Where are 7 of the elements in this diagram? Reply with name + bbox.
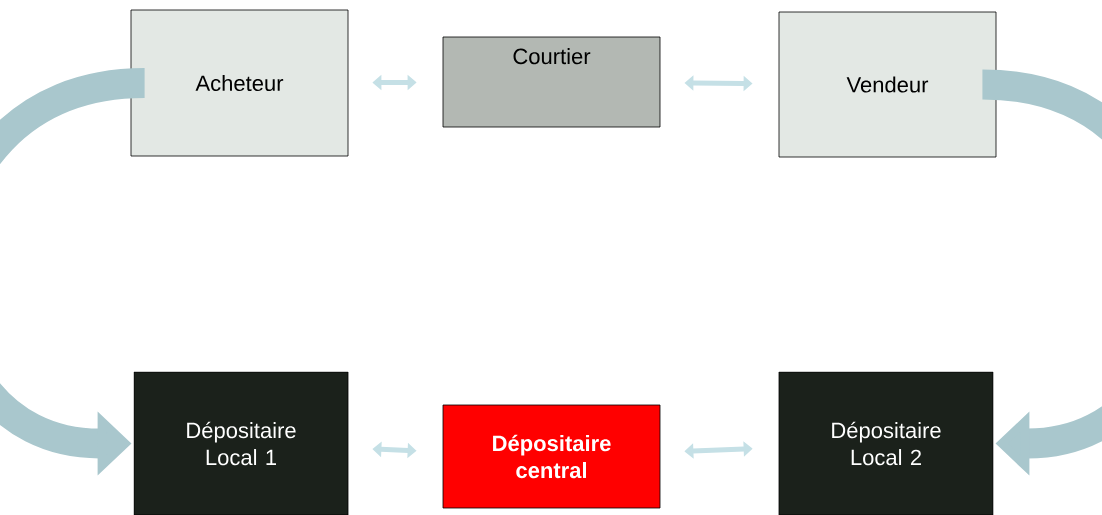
process-box: Dépositaire Local 2 <box>778 371 994 515</box>
process-box: Courtier <box>442 36 661 128</box>
curved-arrow <box>980 69 1102 476</box>
process-box: Acheteur <box>130 9 349 157</box>
process-box: Dépositaire Local 1 <box>133 371 349 515</box>
process-box: Vendeur <box>778 11 997 158</box>
process-box: Dépositaire central <box>442 404 661 509</box>
